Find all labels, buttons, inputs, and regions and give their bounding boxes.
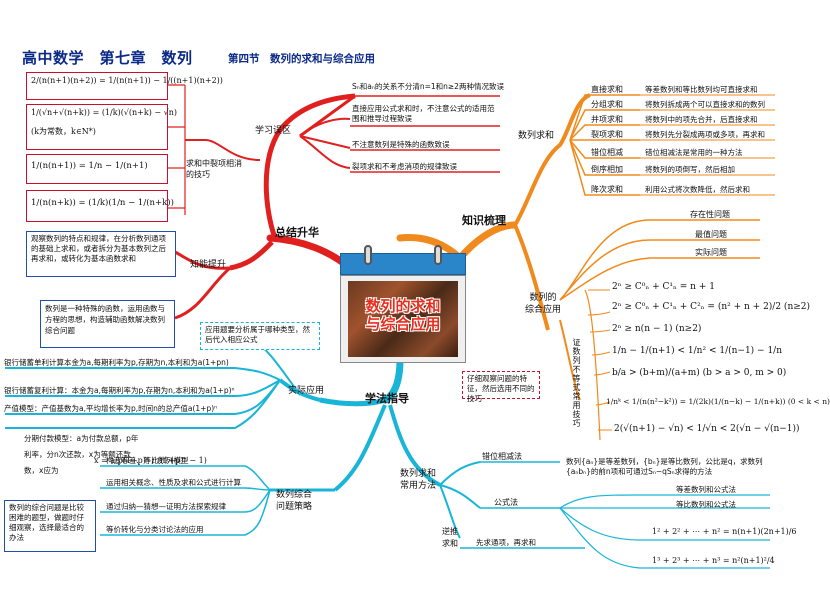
sum-method-desc: 将数列的项倒写，然后相加 <box>645 165 735 174</box>
installment-formula: x = a·p(1+p)ⁿ / ((1+p)ⁿ − 1) <box>94 456 207 465</box>
center-title-line1: 数列的求和 <box>365 297 441 315</box>
ability-note: 数列是一种特殊的函数，运用函数与方程的思想，构造辅助函数解决数列综合问题 <box>40 300 175 348</box>
page-title: 高中数学 第七章 数列 <box>22 49 193 67</box>
center-topic: 数列的求和 与综合应用 <box>348 297 458 333</box>
inequality: 2ⁿ ≥ C⁰ₙ + C¹ₙ = n + 1 <box>612 282 715 292</box>
practical-note: 应用题要分析属于哪种类型，然后代入相应公式 <box>200 322 320 350</box>
sum-method-desc: 等差数列和等比数列均可直接求和 <box>645 85 758 94</box>
branch-summary: 总结升华 <box>275 226 319 239</box>
formula-note: (k为常数，k∈N*) <box>31 127 96 136</box>
formula-box: 1/(n(n+k)) = (1/k)(1/n − 1/(n+k)) <box>26 190 174 222</box>
branch-method-sum: 数列求和 常用方法 <box>400 469 437 491</box>
application-item: 实际问题 <box>695 248 727 257</box>
abacus-image <box>348 281 458 357</box>
sum-method-desc: 将数列中的项先合并，后直接求和 <box>645 115 758 124</box>
method-sum-item: 逆推 求和 <box>442 527 458 548</box>
method-sum-desc: 先求通项，再求和 <box>476 538 536 547</box>
strategy-item: 构造等差、等比数列模型 <box>106 456 189 465</box>
misconception-item: 裂项求和不考虑消项的规律致误 <box>352 162 457 171</box>
sum-method-desc: 错位相减法是常用的一种方法 <box>645 148 743 157</box>
inequality: 2ⁿ ≥ n(n − 1) (n≥2) <box>612 324 702 334</box>
strategy-item: 运用相关概念、性质及求和公式进行计算 <box>106 478 241 487</box>
branch-misconception: 学习误区 <box>255 126 292 136</box>
sum-method-name: 倒序相加 <box>591 165 623 174</box>
method-sum-formula: 等差数列和公式法 <box>676 485 736 494</box>
formula-text: 2/(n(n+1)(n+2)) = 1/(n(n+1)) − 1/((n+1)(… <box>31 76 223 85</box>
formula-box: 1/(n(n+1)) = 1/n − 1/(n+1) <box>26 154 168 184</box>
branch-method: 学法指导 <box>365 392 409 405</box>
application-item: 存在性问题 <box>690 210 730 219</box>
misconception-item: 不注意数列是特殊的函数致误 <box>352 140 450 149</box>
center-topic-card: 数列的求和 与综合应用 <box>340 245 466 363</box>
formula-text: 1/(n(n+k)) = (1/k)(1/n − 1/(n+k)) <box>31 198 174 208</box>
strategy-item: 通过归纳—猜想—证明方法探索规律 <box>106 502 226 511</box>
branch-practical: 实际应用 <box>288 386 325 396</box>
mind-map: 高中数学 第七章 数列 第四节 数列的求和与综合应用 数列的求和 与综合应用 总… <box>4 49 830 569</box>
sum-method-desc: 将数列先分裂成两项或多项，再求和 <box>645 130 765 139</box>
misconception-item: 直接应用公式求和时，不注意公式的适用范围和推导过程致误 <box>352 104 495 123</box>
calendar-ring-icon <box>364 245 372 265</box>
ability-note: 观察数列的特点和规律，在分析数列通项的基础上求和，或者拆分为基本数列之后再求和，… <box>26 231 176 277</box>
practical-item: 银行储蓄复利计算：本金为a,每期利率为p,存期为n,本利和为a(1+p)ⁿ <box>4 386 235 395</box>
branch-ability: 知能提升 <box>190 260 227 270</box>
branch-sum-methods: 数列求和 <box>518 131 555 141</box>
inequality: b/a > (b+m)/(a+m) (b > a > 0, m > 0) <box>612 368 787 378</box>
inequality: 2(√(n+1) − √n) < 1/√n < 2(√n − √(n−1)) <box>614 424 800 434</box>
method-sum-formula: 等比数列和公式法 <box>676 500 736 509</box>
branch-knowledge: 知识梳理 <box>462 214 506 227</box>
sum-method-name: 裂项求和 <box>591 130 623 139</box>
practical-item: 产值模型：产值基数为a,平均增长率为p,时间n的总产值a(1+p)ⁿ <box>4 404 218 413</box>
sum-method-desc: 利用公式将次数降低，然后求和 <box>645 185 750 194</box>
sum-method-desc: 将数列拆成两个可以直接求和的数列 <box>645 100 765 109</box>
method-sum-desc: 数列{aₙ}是等差数列，{bₙ}是等比数列，公比是q，求数列{aₙbₙ}的前n项… <box>566 457 763 476</box>
application-item: 最值问题 <box>695 230 727 239</box>
branch-strategy: 数列综合 问题策略 <box>276 490 313 512</box>
strategy-item: 等价转化与分类讨论法的应用 <box>106 525 204 534</box>
practical-item: 银行储蓄单利计算本金为a,每期利率为p,存期为n,本利和为a(1+pn) <box>4 358 229 367</box>
inequality: 1/n − 1/(n+1) < 1/n² < 1/(n−1) − 1/n <box>612 346 783 356</box>
method-sum-formula: 1² + 2² + ⋯ + n² = n(n+1)(2n+1)/6 <box>652 527 797 536</box>
formula-box: 2/(n(n+1)(n+2)) = 1/(n(n+1)) − 1/((n+1)(… <box>26 72 223 100</box>
proof-note: 仔细观察问题的特征，然后选用不同的技巧 <box>462 371 540 403</box>
practical-item: 分期付款模型：a为付款总额，p年利率，分n次还款，x为等额还款数，x应为 <box>24 434 139 475</box>
sum-method-name: 降次求和 <box>591 185 623 194</box>
method-sum-item: 公式法 <box>494 498 518 507</box>
section-subtitle: 第四节 数列的求和与综合应用 <box>228 53 375 65</box>
method-sum-item: 错位相减法 <box>482 452 522 461</box>
formula-text: 1/(n(n+1)) = 1/n − 1/(n+1) <box>31 161 148 171</box>
branch-application: 数列的 综合应用 <box>525 293 562 315</box>
center-title-line2: 与综合应用 <box>365 315 441 333</box>
calendar-header <box>340 253 466 275</box>
split-terms-label: 求和中裂项相消的技巧 <box>186 159 242 179</box>
formula-text: 1/(√n+√(n+k)) = (1/k)(√(n+k) − √n) <box>31 108 178 117</box>
formula-box: 1/(√n+√(n+k)) = (1/k)(√(n+k) − √n) (k为常数… <box>26 104 178 150</box>
misconception-item: Sₙ和aₙ的关系不分清n=1和n≥2两种情况致误 <box>352 82 504 91</box>
sum-method-name: 错位相减 <box>591 148 623 157</box>
sum-method-name: 分组求和 <box>591 100 623 109</box>
proof-label: 证数列不等式常用技巧 <box>572 338 581 428</box>
strategy-note: 数列的综合问题是比较困难的题型，做题时仔细观察，选择最适合的办法 <box>4 500 96 552</box>
calendar-ring-icon <box>434 245 442 265</box>
branch-lines <box>5 84 775 569</box>
inequality: 2ⁿ ≥ C⁰ₙ + C¹ₙ + C²ₙ = (n² + n + 2)/2 (n… <box>612 302 811 312</box>
inequality: 1/nᵏ < 1/(n(n²−k²)) = 1/(2k)(1/(n−k) − 1… <box>606 397 830 406</box>
method-sum-formula: 1³ + 2³ + ⋯ + n³ = n²(n+1)²/4 <box>652 556 775 565</box>
sum-method-name: 并项求和 <box>591 115 623 124</box>
sum-method-name: 直接求和 <box>591 85 623 94</box>
